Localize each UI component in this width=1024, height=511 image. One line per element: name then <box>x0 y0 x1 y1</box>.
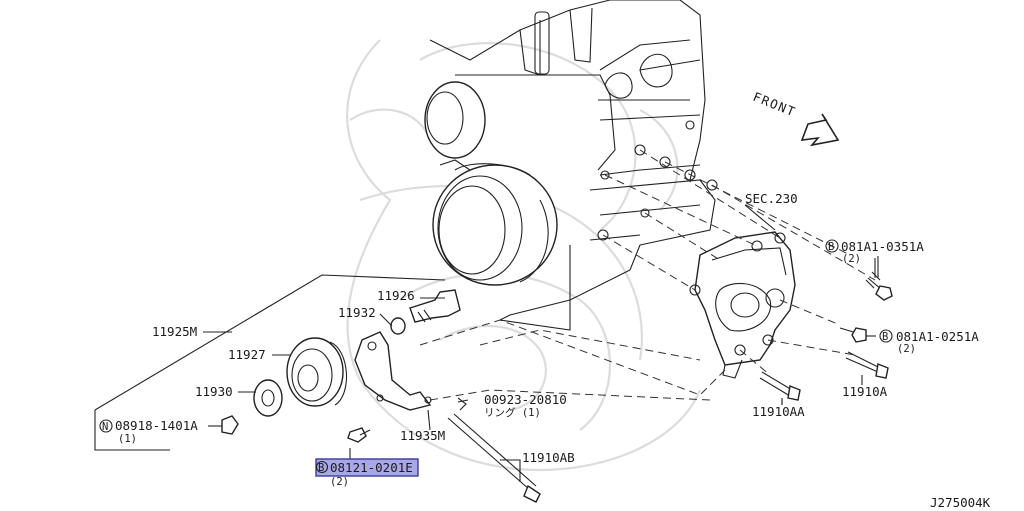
part-number: 11927 <box>228 347 266 362</box>
part-number: 11926 <box>377 288 415 303</box>
part-label-11910ab[interactable]: 11910AB <box>522 450 575 465</box>
bolt-0251a-graphic <box>839 327 876 343</box>
nut-prefix-circle <box>99 419 113 433</box>
part-number: 00923-20810 <box>484 392 567 407</box>
part-quantity: (2) <box>842 253 861 265</box>
figure-code: J275004K <box>930 495 991 510</box>
idler-assembly-frame <box>94 274 446 451</box>
part-prefix: N <box>102 421 108 433</box>
part-prefix: B <box>882 331 888 343</box>
part-number: 11932 <box>338 305 376 320</box>
engine-block <box>429 0 718 331</box>
bracket-assembly <box>689 231 796 379</box>
part-number: 11910AA <box>752 404 805 419</box>
part-prefix: B <box>828 241 834 253</box>
part-label-bolt-0201e[interactable]: B 08121-0201E (2) <box>315 458 419 488</box>
bolt-0351a-graphic <box>865 256 893 301</box>
part-number: 08121-0201E <box>330 460 413 475</box>
part-prefix: B <box>318 462 324 474</box>
part-label-11930[interactable]: 11930 <box>195 384 233 399</box>
part-label-bolt-0351a[interactable]: B 081A1-0351A (2) <box>825 239 924 265</box>
svg-text:FRONT: FRONT <box>751 89 798 120</box>
part-number: 11910AB <box>522 450 575 465</box>
part-sub-label: リング (1) <box>484 406 541 419</box>
part-label-bolt-0251a[interactable]: B 081A1-0251A (2) <box>879 329 979 355</box>
part-number: 11925M <box>152 324 197 339</box>
part-label-11925m[interactable]: 11925M <box>152 324 197 339</box>
part-label-ring[interactable]: 00923-20810 リング (1) <box>484 392 567 419</box>
bolt-11910a-graphic <box>845 351 889 385</box>
part-quantity: (1) <box>118 433 137 445</box>
front-arrow: FRONT <box>751 89 840 147</box>
part-number: 11930 <box>195 384 233 399</box>
part-label-11910a[interactable]: 11910A <box>842 384 888 399</box>
dashed-leaders <box>419 149 876 401</box>
part-label-11926[interactable]: 11926 <box>377 288 415 303</box>
part-quantity: (2) <box>330 476 349 488</box>
part-quantity: (2) <box>897 343 916 355</box>
long-bolt-11910ab <box>447 397 541 503</box>
bolt-prefix-circle <box>825 239 839 253</box>
part-number: 11910A <box>842 384 888 399</box>
bolt-11910aa-graphic <box>759 371 801 405</box>
part-number: 08918-1401A <box>115 418 198 433</box>
bolt-prefix-circle <box>315 460 329 474</box>
part-number: 081A1-0351A <box>841 239 924 254</box>
part-label-11935m[interactable]: 11935M <box>400 428 445 443</box>
idler-parts <box>221 289 461 443</box>
bolt-prefix-circle <box>879 329 893 343</box>
part-label-11932[interactable]: 11932 <box>338 305 376 320</box>
label-leaders <box>208 258 876 482</box>
crank-pulley <box>424 81 558 286</box>
part-label-11910aa[interactable]: 11910AA <box>752 404 805 419</box>
part-number: 081A1-0251A <box>896 329 979 344</box>
part-label-11927[interactable]: 11927 <box>228 347 266 362</box>
part-label-nut[interactable]: N 08918-1401A (1) <box>99 418 198 445</box>
part-number: 11935M <box>400 428 445 443</box>
watermark-emblem <box>346 39 702 472</box>
section-reference[interactable]: SEC.230 <box>745 191 798 206</box>
